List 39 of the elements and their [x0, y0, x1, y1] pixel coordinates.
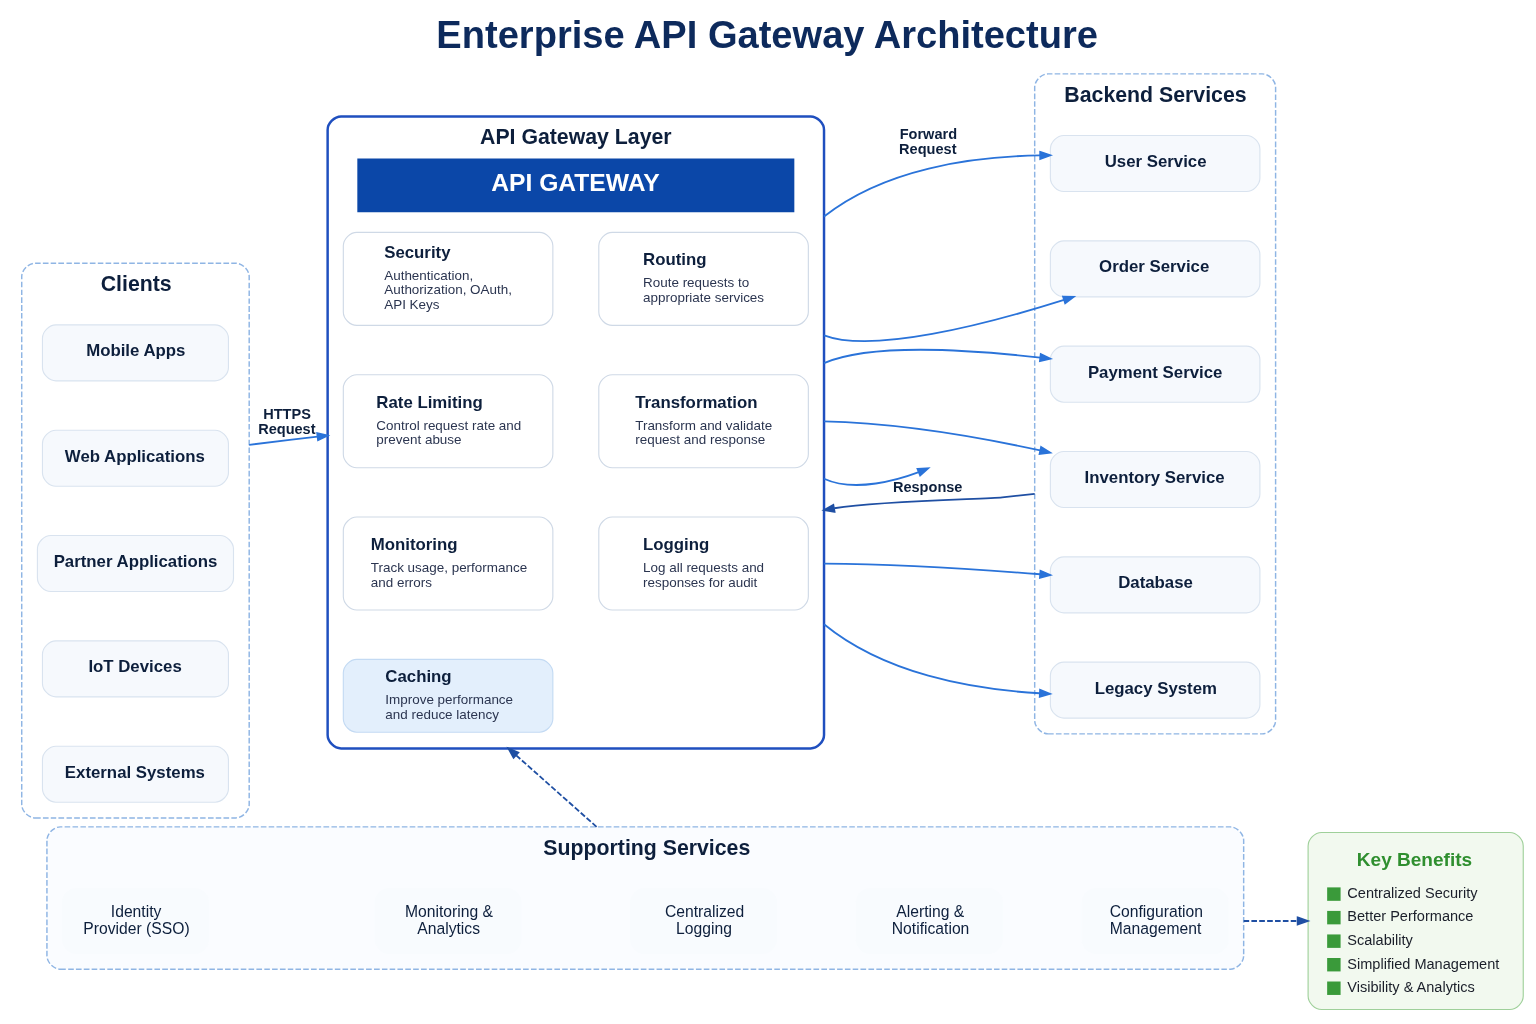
node-box: Key Benefits Centralized Security Better Performance Scalability Simplified Management Visibility & Analytics — [1307, 831, 1524, 1011]
edge-label: Forward Request — [899, 126, 958, 157]
node-box: Rate Limiting Control request rate and prevent abuse — [342, 374, 554, 469]
arrow — [823, 349, 1054, 364]
arrow — [506, 746, 598, 828]
edge-label: Response — [892, 479, 963, 496]
node-box: Web Applications — [41, 429, 229, 487]
arrow — [1242, 916, 1311, 926]
arrow — [823, 150, 1053, 218]
node-box: Legacy System — [1049, 661, 1261, 719]
node-box: Security Authentication, Authorization, OAuth, API Keys — [342, 231, 554, 326]
node-box: Logging Log all requests and responses for audit — [598, 516, 809, 611]
node-box: Monitoring Track usage, performance and errors — [342, 516, 554, 611]
node-box: Database — [1049, 556, 1261, 614]
node-box: Mobile Apps — [41, 324, 229, 382]
node-box: External Systems — [41, 745, 229, 803]
node-text: Identity Provider (SSO) — [83, 902, 190, 937]
node-box: IoT Devices — [41, 640, 229, 698]
edge-label: HTTPS Request — [258, 406, 316, 438]
diagram-title: Enterprise API Gateway Architecture — [436, 14, 1098, 57]
node-box: Order Service — [1049, 240, 1261, 298]
arrow — [823, 562, 1053, 579]
node-box: Transformation Transform and validate request and response — [598, 374, 809, 469]
node-box: Inventory Service — [1049, 450, 1261, 509]
arrow — [821, 492, 1036, 513]
node-box: Payment Service — [1049, 345, 1261, 403]
arrow — [823, 623, 1053, 699]
node-text: Configuration Management — [1109, 902, 1203, 937]
node-box: Caching Improve performance and reduce latency — [342, 658, 554, 733]
node-text: Centralized Logging — [664, 902, 745, 937]
node-text: Monitoring & Analytics — [404, 902, 493, 937]
arrow — [823, 420, 1053, 455]
node-box: Partner Applications — [36, 534, 235, 593]
node-box: Routing Route requests to appropriate services — [598, 231, 809, 326]
node-box: User Service — [1049, 134, 1261, 193]
arrow — [823, 467, 931, 486]
arrow — [823, 295, 1077, 342]
arrow — [248, 432, 331, 446]
node-text: Alerting & Notification — [891, 902, 970, 937]
